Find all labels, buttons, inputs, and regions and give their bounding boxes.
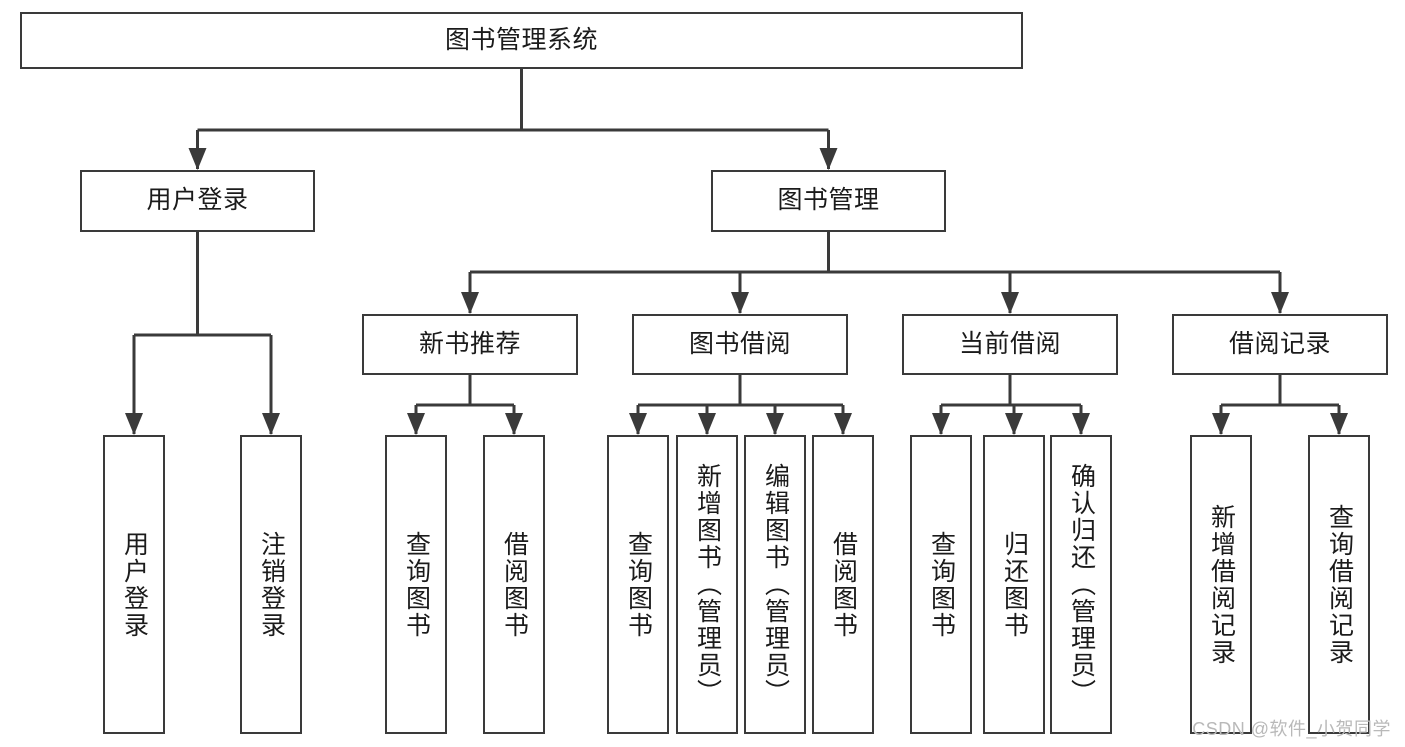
- arrowhead-icon: [1005, 413, 1023, 435]
- node-label: 用户登录: [120, 530, 149, 639]
- arrowhead-icon: [505, 413, 523, 435]
- node-label: 查询借阅记录: [1325, 503, 1354, 666]
- node-borrow-record[interactable]: 借阅记录: [1172, 314, 1388, 375]
- node-new-book-rec[interactable]: 新书推荐: [362, 314, 578, 375]
- node-leaf-query-record[interactable]: 查询借阅记录: [1308, 435, 1370, 734]
- arrowhead-icon: [731, 292, 749, 314]
- node-leaf-borrow-book-2[interactable]: 借阅图书: [812, 435, 874, 734]
- node-leaf-borrow-book-1[interactable]: 借阅图书: [483, 435, 545, 734]
- node-label: 归还图书: [1000, 530, 1029, 639]
- node-leaf-query-book-3[interactable]: 查询图书: [910, 435, 972, 734]
- node-label: 新增借阅记录: [1207, 503, 1236, 666]
- node-leaf-user-login[interactable]: 用户登录: [103, 435, 165, 734]
- node-leaf-return-book[interactable]: 归还图书: [983, 435, 1045, 734]
- node-label: 查询图书: [402, 530, 431, 639]
- node-book-manage[interactable]: 图书管理: [711, 170, 946, 232]
- arrowhead-icon: [698, 413, 716, 435]
- watermark-label: CSDN @软件_小贺同学: [1192, 719, 1391, 739]
- arrowhead-icon: [407, 413, 425, 435]
- arrowhead-icon: [188, 148, 207, 170]
- node-label: 查询图书: [927, 530, 956, 639]
- node-label: 借阅图书: [829, 530, 858, 639]
- arrowhead-icon: [1001, 292, 1019, 314]
- node-user-login[interactable]: 用户登录: [80, 170, 315, 232]
- node-leaf-query-book-1[interactable]: 查询图书: [385, 435, 447, 734]
- node-label: 图书借阅: [688, 329, 791, 358]
- node-book-borrow[interactable]: 图书借阅: [632, 314, 848, 375]
- node-leaf-edit-book[interactable]: 编辑图书（管理员）: [744, 435, 806, 734]
- arrowhead-icon: [834, 413, 852, 435]
- node-label: 注销登录: [257, 530, 286, 639]
- node-label: 借阅图书: [500, 530, 529, 639]
- arrowhead-icon: [1271, 292, 1289, 314]
- node-leaf-add-book[interactable]: 新增图书（管理员）: [676, 435, 738, 734]
- arrowhead-icon: [1072, 413, 1090, 435]
- node-leaf-user-logout[interactable]: 注销登录: [240, 435, 302, 734]
- node-leaf-confirm-return[interactable]: 确认归还（管理员）: [1050, 435, 1112, 734]
- node-leaf-add-record[interactable]: 新增借阅记录: [1190, 435, 1252, 734]
- arrowhead-icon: [125, 413, 143, 435]
- arrowhead-icon: [629, 413, 647, 435]
- node-label: 编辑图书（管理员）: [761, 463, 790, 706]
- node-label: 图书管理系统: [444, 25, 598, 54]
- arrowhead-icon: [1330, 413, 1348, 435]
- arrowhead-icon: [932, 413, 950, 435]
- node-label: 新增图书（管理员）: [693, 463, 722, 706]
- node-label: 确认归还（管理员）: [1067, 463, 1096, 706]
- node-label: 图书管理: [777, 186, 880, 215]
- node-label: 查询图书: [624, 530, 653, 639]
- node-label: 用户登录: [146, 186, 249, 215]
- arrowhead-icon: [819, 148, 838, 170]
- arrowhead-icon: [262, 413, 280, 435]
- arrowhead-icon: [766, 413, 784, 435]
- node-leaf-query-book-2[interactable]: 查询图书: [607, 435, 669, 734]
- arrowhead-icon: [1212, 413, 1230, 435]
- node-label: 新书推荐: [418, 329, 521, 358]
- node-current-borrow[interactable]: 当前借阅: [902, 314, 1118, 375]
- arrowhead-icon: [461, 292, 479, 314]
- node-root[interactable]: 图书管理系统: [20, 12, 1023, 69]
- node-label: 借阅记录: [1228, 329, 1331, 358]
- node-label: 当前借阅: [958, 329, 1061, 358]
